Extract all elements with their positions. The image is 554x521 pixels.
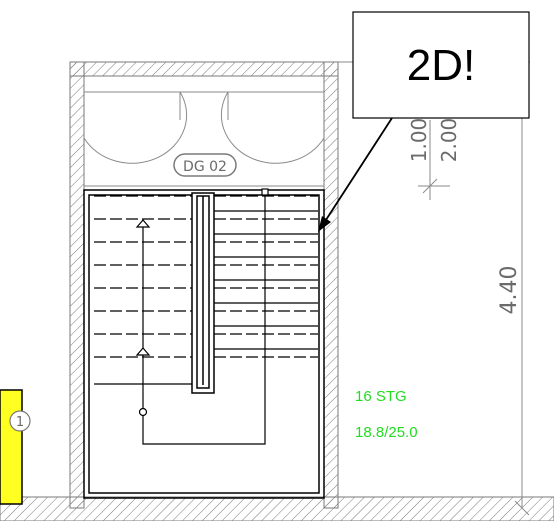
section-marker-label: 1 (16, 415, 24, 430)
direction-arrow-upper (135, 219, 151, 228)
stair-steps-label: 16 STG (355, 388, 407, 405)
landing: DG 02 (83, 91, 325, 187)
bottom-wall (0, 496, 554, 521)
walls (0, 61, 554, 521)
callout-box (352, 11, 530, 119)
right-wall (323, 61, 339, 509)
highlight-note-box (0, 389, 23, 505)
dimension-upper: 1.00 (407, 118, 431, 163)
walking-line (135, 188, 269, 445)
dimension-height: 4.40 (497, 266, 522, 315)
stair-ratio-label: 18.8/25.0 (355, 424, 418, 441)
callout-arrowhead (318, 216, 331, 232)
callout: 2D! (318, 11, 530, 232)
room-tag-box (173, 153, 237, 177)
door-swing-right (220, 91, 325, 164)
door-swing-left (83, 91, 188, 164)
top-wall (69, 61, 339, 77)
section-marker (9, 410, 31, 432)
left-wall (69, 61, 85, 509)
dimension-lower: 2.00 (437, 118, 461, 163)
callout-arrow-line (321, 117, 393, 227)
stair-treads (94, 195, 318, 385)
room-tag-label: DG 02 (183, 159, 227, 175)
direction-arrow-lower (135, 347, 151, 356)
stair-center-wall (191, 192, 215, 394)
callout-text: 2D! (407, 41, 475, 90)
dimension-lines: 1.00 2.00 4.40 (338, 61, 530, 516)
